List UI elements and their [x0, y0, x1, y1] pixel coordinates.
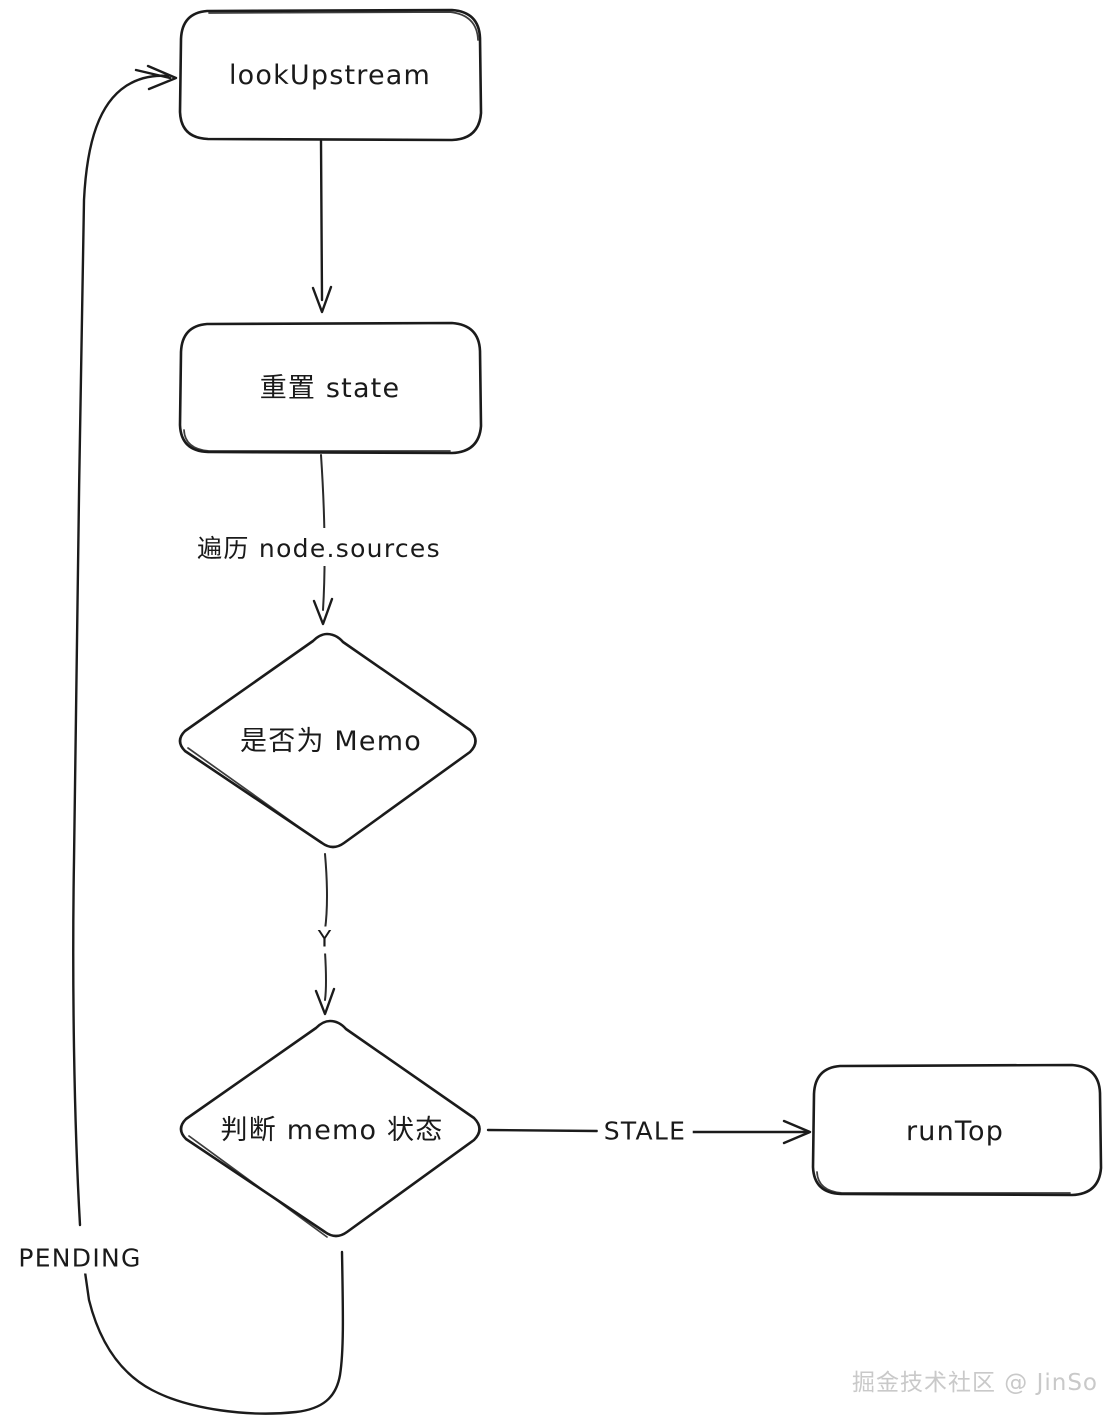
- node-label-isMemo: 是否为 Memo: [240, 725, 422, 757]
- edge-label-traverse-node-sources: 遍历 node.sources: [191, 528, 447, 566]
- edge-label-pending: PENDING: [12, 1242, 148, 1274]
- node-isMemo-shape[interactable]: [178, 632, 477, 849]
- edge-lookUpstream-to-resetState: [311, 139, 333, 314]
- node-runTop-shape[interactable]: [811, 1063, 1103, 1197]
- edge-isMemo-to-memoState: [314, 853, 336, 1016]
- node-lookUpstream-shape[interactable]: [178, 8, 483, 142]
- node-label-memoState: 判断 memo 状态: [220, 1114, 444, 1146]
- edge-memoState-to-lookUpstream: [72, 64, 345, 1415]
- node-label-resetState: 重置 state: [259, 372, 401, 404]
- node-memoState-shape[interactable]: [179, 1019, 481, 1238]
- node-resetState-shape[interactable]: [178, 321, 483, 455]
- node-label-lookUpstream: lookUpstream: [228, 59, 432, 91]
- edge-label-stale: STALE: [597, 1115, 693, 1147]
- edge-label-yes: Y: [311, 926, 339, 954]
- watermark-text: 掘金技术社区 @ JinSo: [851, 1370, 1098, 1396]
- node-label-runTop: runTop: [905, 1115, 1005, 1147]
- edge-memoState-to-runTop: [486, 1119, 812, 1145]
